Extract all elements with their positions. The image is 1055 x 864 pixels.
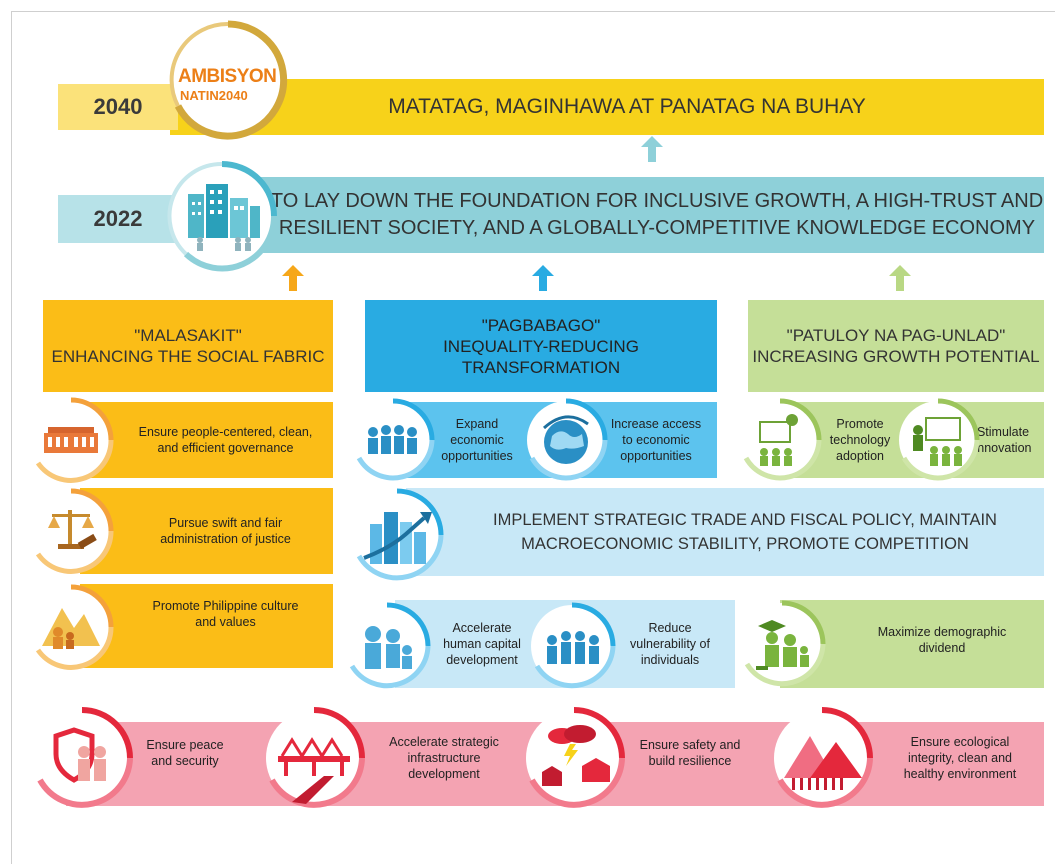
malasakit-item-bg-3 bbox=[80, 584, 333, 668]
individuals-icon bbox=[531, 602, 616, 689]
foundation-icon-4 bbox=[770, 706, 874, 810]
malasakit-item-bg-2 bbox=[80, 488, 333, 574]
globe-icon bbox=[527, 398, 608, 481]
macro-icon bbox=[350, 488, 444, 582]
year-2040-label: 2040 bbox=[93, 94, 143, 119]
malasakit-item-text-3: Promote Philippine culture and values bbox=[152, 599, 299, 629]
family-icon bbox=[346, 602, 431, 689]
city-growth-icon bbox=[353, 488, 444, 581]
city-buildings-icon bbox=[167, 161, 278, 272]
year-2022-label: 2022 bbox=[93, 206, 143, 231]
page-frame bbox=[11, 11, 1055, 864]
logo-text-1: AMBISYON bbox=[178, 66, 277, 87]
malasakit-item-text-2: Pursue swift and fair administration of … bbox=[160, 516, 291, 546]
patuloy-item-text-1: Promote technology adoption bbox=[829, 417, 891, 463]
storm-house-icon bbox=[526, 707, 625, 808]
patuloy-icon-2 bbox=[896, 398, 980, 482]
human-icon-2 bbox=[528, 602, 616, 690]
foundation-item-text-1: Ensure peace and security bbox=[146, 738, 224, 768]
government-building-icon bbox=[31, 397, 114, 483]
pagbabago-item-text-2: Increase access to economic opportunitie… bbox=[610, 417, 702, 463]
year-2040-box: 2040 bbox=[58, 84, 178, 130]
foundation-item-text-4: Ensure ecological integrity, clean and h… bbox=[903, 735, 1017, 781]
ambisyon-logo: AMBISYON NATIN2040 bbox=[168, 20, 288, 140]
human-icon-1 bbox=[343, 602, 431, 690]
foundation-item-text-3: Ensure safety and build resilience bbox=[639, 738, 741, 768]
culture-family-icon bbox=[31, 584, 114, 670]
macro-text: IMPLEMENT STRATEGIC TRADE AND FISCAL POL… bbox=[493, 511, 997, 553]
malasakit-item-text-1: Ensure people-centered, clean, and effic… bbox=[138, 425, 313, 455]
pillar-pagbabago: "PAGBABAGO" INEQUALITY-REDUCING TRANSFOR… bbox=[365, 300, 717, 392]
malasakit-icon-2 bbox=[28, 488, 114, 574]
patuloy-icon-1 bbox=[738, 398, 822, 482]
pillar-pagbabago-text: "PAGBABAGO" INEQUALITY-REDUCING TRANSFOR… bbox=[443, 315, 639, 377]
innovation-presentation-icon bbox=[899, 398, 980, 481]
justice-scale-icon bbox=[31, 488, 114, 574]
logo-text-2: NATIN2040 bbox=[180, 88, 248, 103]
foundation-icon-1 bbox=[30, 706, 134, 810]
graduate-family-icon bbox=[741, 600, 826, 687]
human-item-text-2: Reduce vulnerability of individuals bbox=[630, 621, 710, 667]
goal-2022-text: TO LAY DOWN THE FOUNDATION FOR INCLUSIVE… bbox=[270, 190, 1044, 239]
shield-people-icon bbox=[34, 707, 133, 808]
foundation-icon-2 bbox=[262, 706, 366, 810]
malasakit-icon-3 bbox=[28, 584, 114, 670]
vision-2040-text: MATATAG, MAGINHAWA AT PANATAG NA BUHAY bbox=[388, 95, 866, 118]
pagbabago-icon-1 bbox=[351, 398, 435, 482]
pillar-patuloy-text: "PATULOY NA PAG-UNLAD" INCREASING GROWTH… bbox=[752, 326, 1040, 366]
bridge-icon bbox=[266, 707, 365, 808]
pagbabago-icon-2 bbox=[524, 398, 608, 482]
pillar-malasakit: "MALASAKIT" ENHANCING THE SOCIAL FABRIC bbox=[43, 300, 333, 392]
foundation-icon-3 bbox=[522, 706, 626, 810]
pillar-malasakit-text: "MALASAKIT" ENHANCING THE SOCIAL FABRIC bbox=[51, 326, 325, 366]
logo-ring-icon bbox=[169, 20, 288, 140]
mountains-forest-icon bbox=[774, 707, 873, 808]
technology-icon bbox=[741, 398, 822, 481]
pillar-patuloy: "PATULOY NA PAG-UNLAD" INCREASING GROWTH… bbox=[748, 300, 1044, 392]
arrow-up-green-icon bbox=[889, 265, 911, 291]
demographic-text: Maximize demographic dividend bbox=[877, 625, 1007, 655]
people-group-icon bbox=[354, 398, 435, 481]
goal-2022-bar: TO LAY DOWN THE FOUNDATION FOR INCLUSIVE… bbox=[230, 177, 1044, 253]
human-item-text-1: Accelerate human capital development bbox=[443, 621, 521, 667]
foundation-item-text-2: Accelerate strategic infrastructure deve… bbox=[389, 735, 499, 781]
patuloy-item-text-2: Stimulate innovation bbox=[974, 425, 1032, 455]
demographic-icon bbox=[738, 600, 826, 688]
pagbabago-item-text-1: Expand economic opportunities bbox=[441, 417, 513, 463]
city-emblem bbox=[166, 160, 278, 272]
arrow-up-orange-icon bbox=[282, 265, 304, 291]
arrow-up-icon bbox=[641, 136, 663, 162]
macro-bar: IMPLEMENT STRATEGIC TRADE AND FISCAL POL… bbox=[406, 488, 1044, 576]
malasakit-icon-1 bbox=[28, 397, 114, 483]
malasakit-item-bg-1 bbox=[80, 402, 333, 478]
arrow-up-blue-icon bbox=[532, 265, 554, 291]
vision-2040-bar: MATATAG, MAGINHAWA AT PANATAG NA BUHAY bbox=[170, 79, 1044, 135]
